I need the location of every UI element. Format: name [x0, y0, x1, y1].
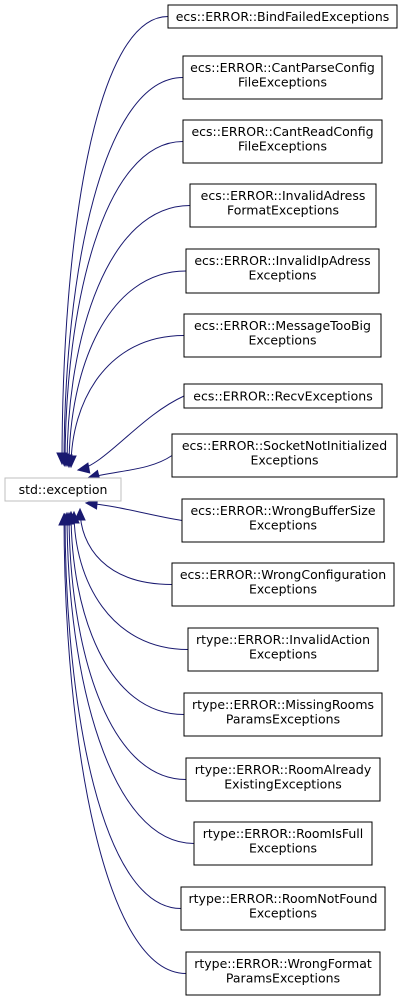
class-node-box	[182, 119, 383, 164]
class-node-invalid-adress-format[interactable]: ecs::ERROR::InvalidAdressFormatException…	[189, 183, 377, 228]
class-node-label: FileExceptions	[238, 75, 327, 90]
class-node-box	[183, 692, 383, 737]
class-node-box	[180, 886, 386, 931]
arrowhead-icon	[65, 455, 77, 469]
arrowhead-icon	[74, 507, 86, 521]
arrowhead-icon	[58, 512, 70, 526]
class-node-label: ParamsExceptions	[226, 971, 340, 986]
class-node-label: Exceptions	[249, 582, 317, 597]
class-node-label: Exceptions	[249, 906, 317, 921]
inheritance-edge-wrong-configuration	[79, 508, 173, 585]
inheritance-edge-room-is-full	[66, 512, 195, 844]
class-node-label: rtype::ERROR::WrongFormat	[194, 956, 372, 971]
class-node-label: ecs::ERROR::WrongBufferSize	[190, 503, 375, 518]
class-node-socket-not-initialized[interactable]: ecs::ERROR::SocketNotInitializedExceptio…	[171, 433, 398, 478]
class-node-label: ParamsExceptions	[226, 712, 340, 727]
class-node-label: ecs::ERROR::InvalidIpAdress	[194, 253, 370, 268]
class-node-cant-parse-config[interactable]: ecs::ERROR::CantParseConfigFileException…	[182, 55, 383, 100]
class-node-label: ExistingExceptions	[224, 777, 342, 792]
class-node-label: rtype::ERROR::RoomAlready	[195, 762, 372, 777]
class-node-label: rtype::ERROR::MissingRooms	[192, 697, 374, 712]
inheritance-edge-message-too-big	[70, 335, 185, 468]
class-node-box	[183, 313, 382, 358]
inheritance-edge-invalid-adress-format	[66, 205, 191, 467]
class-node-room-already-existing[interactable]: rtype::ERROR::RoomAlreadyExistingExcepti…	[185, 757, 381, 802]
inheritance-edge-room-not-found	[64, 513, 182, 909]
class-node-box	[185, 248, 380, 294]
class-node-label: Exceptions	[250, 453, 318, 468]
class-node-label: Exceptions	[249, 518, 317, 533]
class-node-box	[181, 498, 385, 543]
inheritance-edge-cant-read-config	[64, 141, 184, 467]
class-node-bind-failed[interactable]: ecs::ERROR::BindFailedExceptions	[167, 4, 398, 29]
class-node-label: FormatExceptions	[227, 203, 339, 218]
class-node-label: ecs::ERROR::RecvExceptions	[193, 389, 372, 404]
class-node-box	[187, 627, 379, 672]
derived-class-nodes: ecs::ERROR::BindFailedExceptionsecs::ERR…	[167, 4, 398, 996]
class-node-box	[167, 4, 398, 29]
class-node-recv[interactable]: ecs::ERROR::RecvExceptions	[183, 383, 383, 409]
class-node-label: Exceptions	[248, 333, 316, 348]
inheritance-edges	[56, 16, 195, 974]
class-node-label: FileExceptions	[238, 139, 327, 154]
class-node-label: ecs::ERROR::CantReadConfig	[191, 124, 373, 139]
base-class-label: std::exception	[19, 482, 108, 497]
inheritance-edge-recv	[77, 395, 185, 471]
class-node-label: rtype::ERROR::RoomNotFound	[189, 891, 378, 906]
class-node-box	[185, 757, 381, 802]
class-node-box	[171, 562, 395, 607]
class-node-box	[183, 383, 383, 409]
class-node-label: Exceptions	[249, 841, 317, 856]
class-node-label: Exceptions	[249, 647, 317, 662]
inheritance-edge-missing-rooms-params	[70, 511, 185, 715]
inheritance-edge-invalid-ip-adress	[68, 270, 187, 468]
class-node-box	[193, 821, 373, 866]
inheritance-edge-wrong-format-params	[63, 513, 187, 974]
inheritance-edge-invalid-action	[73, 511, 189, 650]
class-node-wrong-format-params[interactable]: rtype::ERROR::WrongFormatParamsException…	[185, 951, 381, 996]
class-node-label: ecs::ERROR::InvalidAdress	[201, 188, 366, 203]
inheritance-edge-wrong-buffer-size	[85, 502, 183, 521]
class-node-label: ecs::ERROR::MessageTooBig	[194, 318, 371, 333]
class-node-label: ecs::ERROR::WrongConfiguration	[180, 567, 386, 582]
inheritance-edge-bind-failed	[61, 16, 169, 465]
inheritance-edge-cant-parse-config	[63, 77, 184, 466]
class-node-label: ecs::ERROR::CantParseConfig	[190, 60, 375, 75]
base-class-node[interactable]: std::exception	[4, 477, 122, 502]
class-node-label: ecs::ERROR::SocketNotInitialized	[182, 438, 387, 453]
class-node-box	[182, 55, 383, 100]
class-node-box	[189, 183, 377, 228]
class-node-label: rtype::ERROR::RoomIsFull	[203, 826, 364, 841]
arrowhead-icon	[76, 462, 91, 474]
class-node-box	[171, 433, 398, 478]
class-node-box	[185, 951, 381, 996]
class-node-label: rtype::ERROR::InvalidAction	[196, 632, 370, 647]
class-node-missing-rooms-params[interactable]: rtype::ERROR::MissingRoomsParamsExceptio…	[183, 692, 383, 737]
class-node-label: Exceptions	[248, 268, 316, 283]
class-node-label: ecs::ERROR::BindFailedExceptions	[176, 9, 390, 24]
inheritance-edge-room-already-existing	[68, 512, 187, 780]
